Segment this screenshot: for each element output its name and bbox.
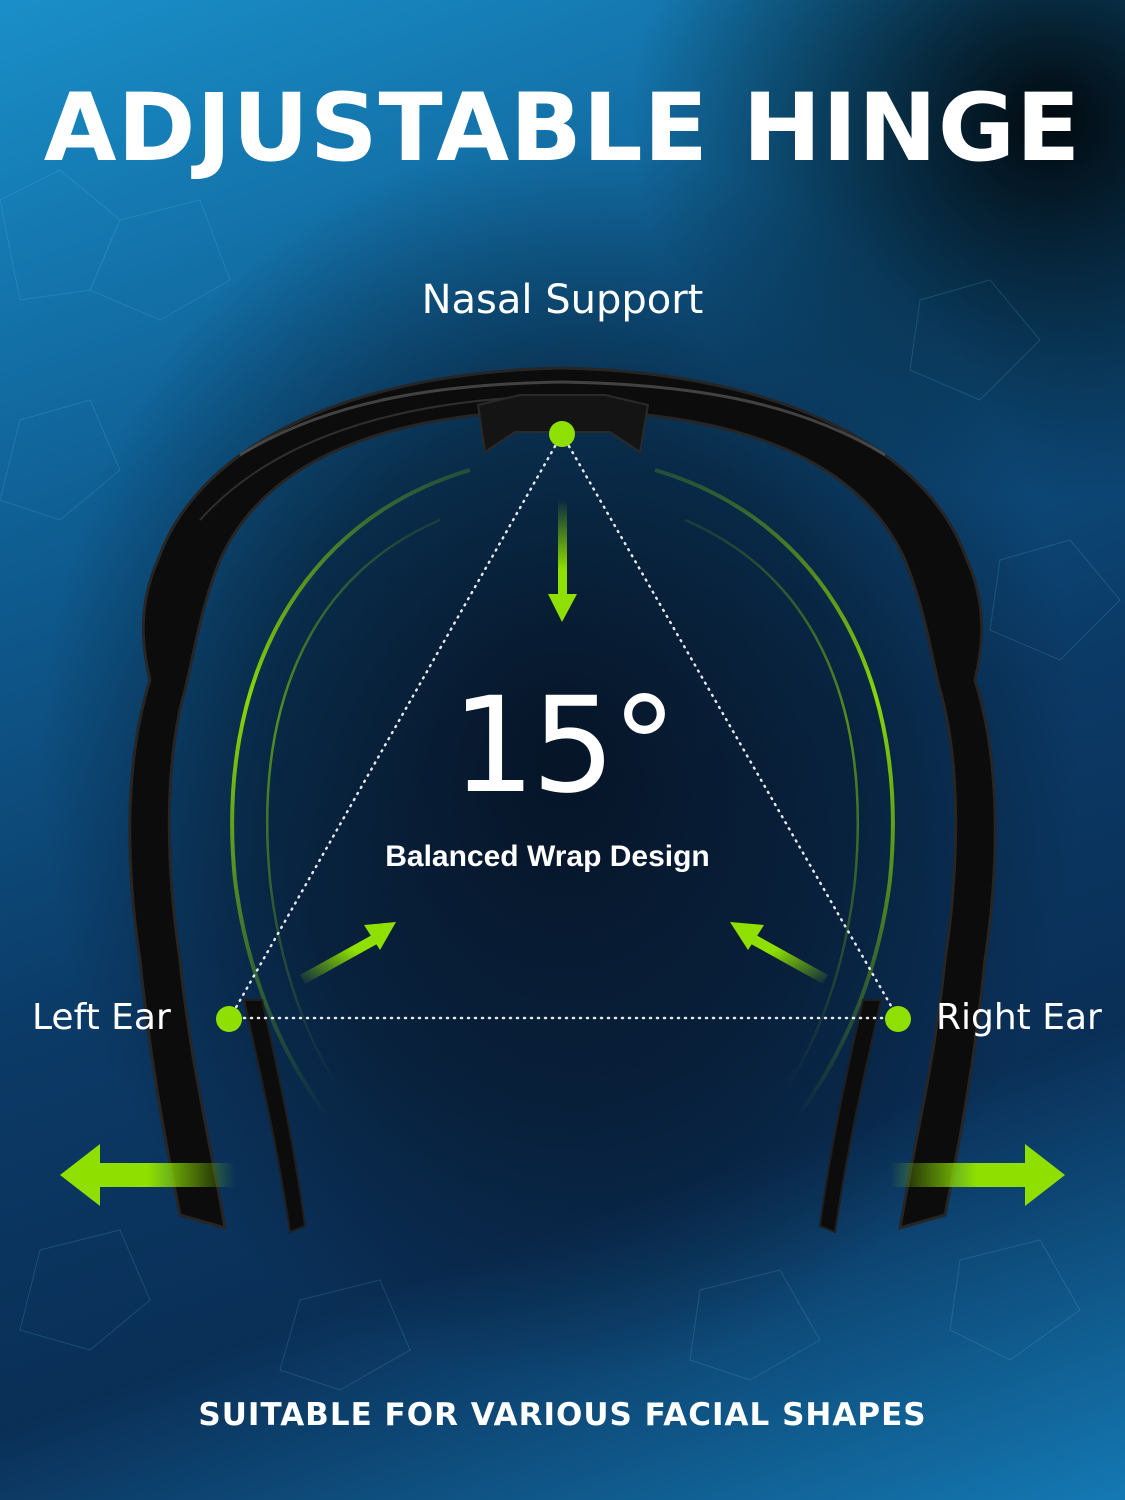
- arrow-up-right-icon: [300, 922, 396, 984]
- left-ear-point-icon: [216, 1006, 242, 1032]
- angle-value: 15°: [451, 669, 678, 823]
- footer-tagline: SUITABLE FOR VARIOUS FACIAL SHAPES: [198, 1397, 927, 1433]
- arrow-left-icon: [60, 1144, 235, 1206]
- arrow-right-icon: [890, 1144, 1065, 1206]
- right-ear-point-icon: [885, 1006, 911, 1032]
- right-ear-label: Right Ear: [936, 997, 1102, 1038]
- headline: ADJUSTABLE HINGE: [43, 74, 1082, 183]
- motion-arcs: [230, 468, 895, 1122]
- arrow-up-left-icon: [730, 922, 828, 984]
- arrow-down-icon: [548, 500, 577, 622]
- nasal-support-point-icon: [549, 421, 575, 447]
- background-texture: [0, 169, 1121, 1391]
- design-label: Balanced Wrap Design: [385, 840, 710, 873]
- left-ear-label: Left Ear: [32, 997, 171, 1038]
- angle-triangle: [228, 432, 900, 1020]
- nasal-support-label: Nasal Support: [421, 277, 704, 323]
